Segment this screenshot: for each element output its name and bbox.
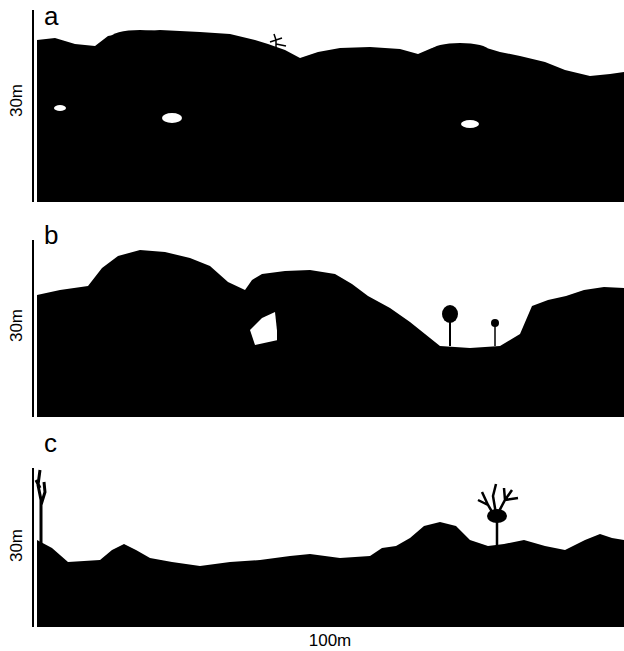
dead-tree-crown [487, 509, 507, 523]
canopy-gap [54, 105, 479, 128]
canopy-silhouette [37, 30, 624, 202]
panel-letter: a [44, 3, 58, 29]
scale-bar [32, 240, 34, 417]
scale-label: 30m [8, 528, 25, 561]
scale-label: 30m [8, 83, 25, 116]
dead-tree [36, 470, 518, 550]
dead-tree [270, 34, 286, 50]
panel-letter: b [44, 222, 58, 248]
scale-bar [32, 468, 34, 627]
scale-label: 100m [309, 632, 352, 649]
palm-tree [278, 305, 499, 346]
scale-bar [32, 10, 34, 202]
canopy-silhouette [37, 250, 624, 417]
panel-letter: c [44, 430, 57, 456]
canopy-gap [250, 312, 278, 345]
canopy-silhouette [37, 522, 624, 627]
scale-label: 30m [8, 308, 25, 341]
